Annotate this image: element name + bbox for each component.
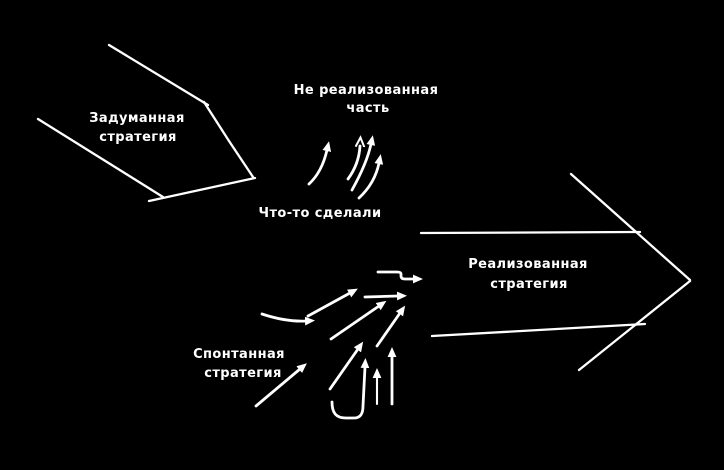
intended-arrow-lower-head-edge (147, 176, 257, 203)
intended-arrow-upper-head-edge (202, 100, 255, 179)
emergent-arrow-zigzag (376, 270, 423, 284)
emergent-strategy-label-line1: Спонтанная (193, 347, 285, 362)
intended-strategy-label-line1: Задуманная (89, 111, 184, 126)
unrealized-part-label-line1: Не реализованная (294, 83, 439, 98)
intended-arrow-top-edge (107, 43, 210, 107)
realized-strategy-arrow (419, 172, 692, 372)
emergent-arrow-lower-mid (328, 341, 364, 391)
realized-strategy-label-line1: Реализованная (468, 257, 588, 272)
emergent-arrow-long-diagonal (329, 300, 387, 341)
unrealized-arrow-4 (357, 154, 384, 200)
intended-strategy-label-line2: стратегия (99, 130, 177, 145)
intended-arrow-bottom-edge (36, 117, 165, 199)
unrealized-arrow-2 (346, 146, 360, 181)
emergent-arrow-left (260, 312, 315, 326)
emergent-arrow-steep (375, 305, 406, 348)
emergent-arrow-horizontal (363, 291, 407, 301)
emergent-arrow-lower-diagonal (254, 363, 307, 408)
emergent-arrow-hooked-vertical (330, 358, 370, 420)
realized-arrow-bottom-edge (430, 322, 647, 338)
emergent-strategy-label-line2: стратегия (204, 366, 282, 381)
emergent-arrow-mid-upper (306, 288, 358, 318)
realized-arrow-top-edge (419, 230, 642, 235)
did-something-label: Что-то сделали (259, 206, 382, 221)
realized-arrow-upper-head-edge (569, 172, 692, 282)
realized-strategy-label-line2: стратегия (490, 277, 568, 292)
unrealized-arrow-1 (307, 141, 332, 186)
unrealized-part-arrows (307, 135, 384, 200)
unrealized-arrow-3 (350, 135, 376, 192)
unrealized-part-label-line2: часть (346, 101, 389, 116)
emergent-strategy-arrows (254, 270, 423, 420)
intended-strategy-arrow (36, 43, 257, 203)
